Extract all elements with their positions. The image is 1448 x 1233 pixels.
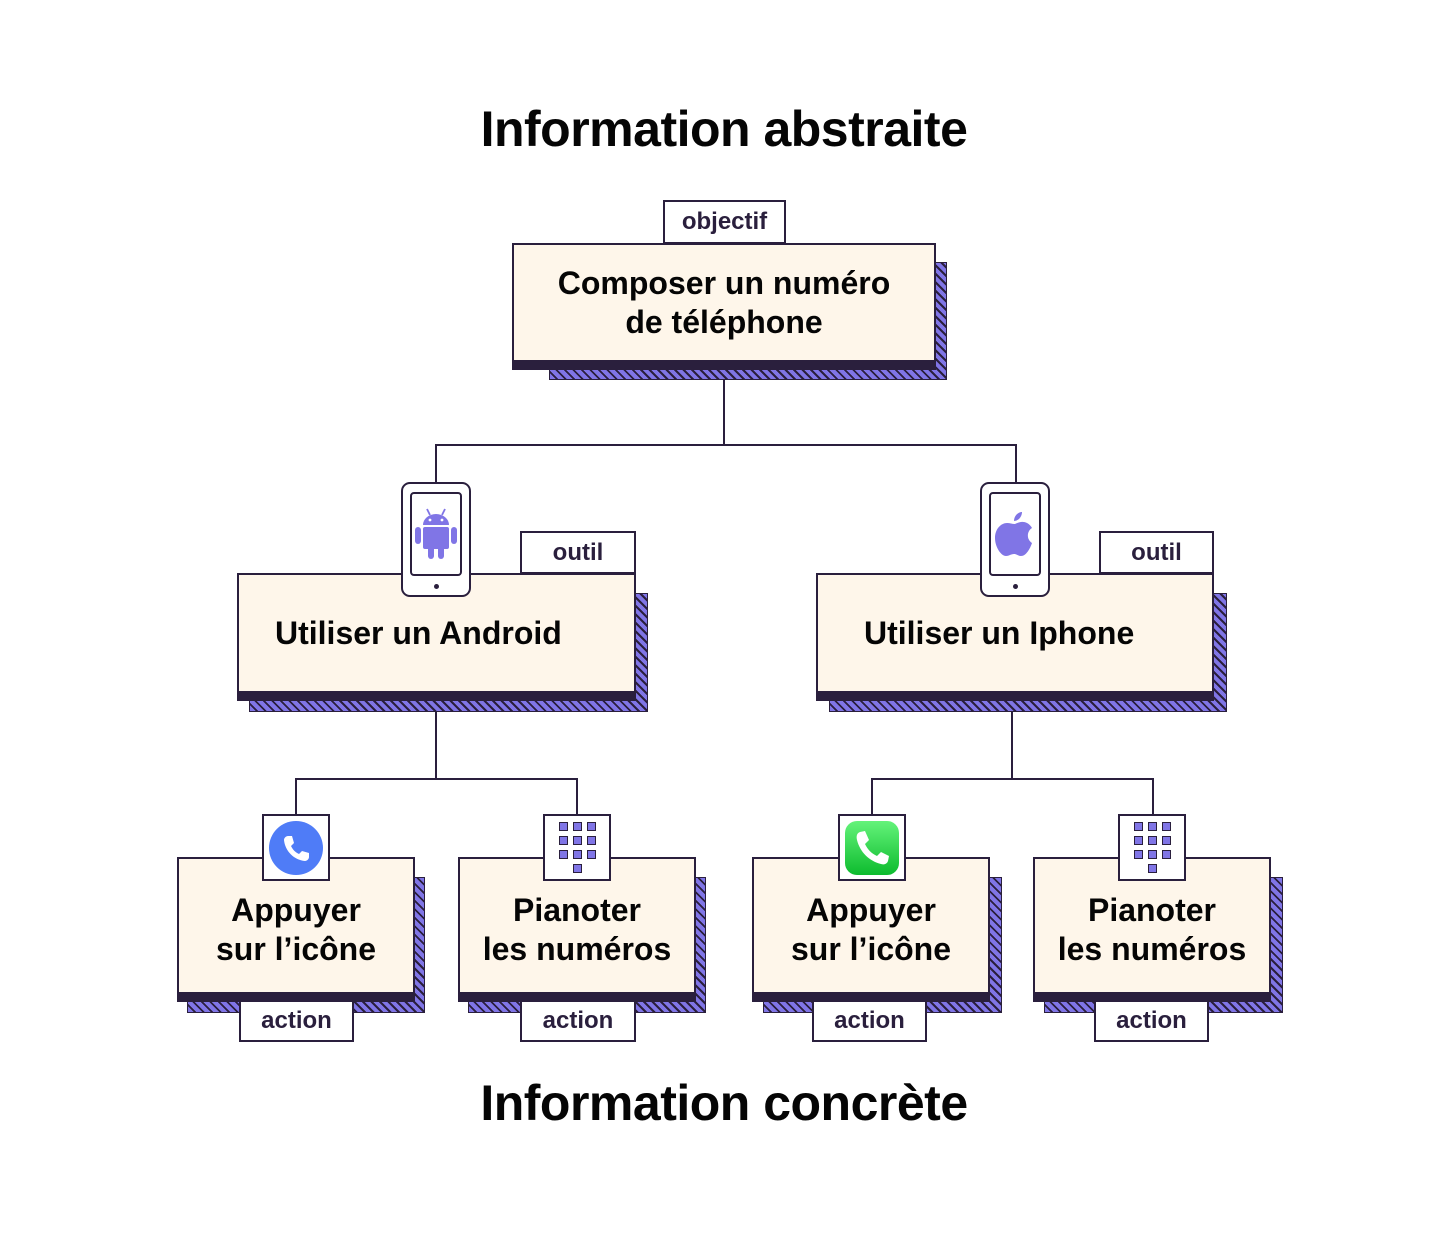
action-label-line2: sur l’icône [215, 930, 377, 967]
home-button-dot [1013, 584, 1018, 589]
connector-android-down [435, 712, 437, 779]
connector-iphone-call [871, 778, 873, 815]
connector-root-down [723, 380, 725, 446]
iphone-icon [980, 482, 1050, 597]
connector-android-call [295, 778, 297, 815]
action-label-line2: sur l’icône [790, 930, 952, 967]
tag-outil: outil [1099, 531, 1214, 574]
connector-android-keypad [576, 778, 578, 815]
home-button-dot [434, 584, 439, 589]
action-label-line1: Pianoter [512, 891, 641, 928]
action-label-line2: les numéros [1057, 930, 1247, 967]
android-robot-icon [415, 508, 457, 559]
android-call-icon [269, 820, 323, 875]
tag-action: action [520, 1000, 636, 1042]
title-abstract: Information abstraite [480, 101, 968, 157]
tag-objectif: objectif [663, 200, 786, 244]
tag-action: action [1094, 1000, 1209, 1042]
action-label-line1: Appuyer [806, 891, 936, 928]
action-card: Pianoter les numéros [458, 857, 696, 1002]
connector-to-iphone [1015, 444, 1017, 484]
keypad-icon [1133, 822, 1171, 873]
connector-root-horizontal [435, 444, 1017, 446]
android-call-icon-box [262, 814, 330, 881]
action-card: Pianoter les numéros [1033, 857, 1271, 1002]
apple-logo-icon [995, 512, 1032, 556]
connector-android-horizontal [295, 778, 578, 780]
tool-label-android: Utiliser un Android [275, 614, 562, 651]
action-card: Appuyer sur l’icône [177, 857, 415, 1002]
action-label-line1: Pianoter [1087, 891, 1216, 928]
connector-iphone-horizontal [871, 778, 1154, 780]
connector-iphone-down [1011, 712, 1013, 779]
root-label-line2: de téléphone [625, 303, 823, 340]
keypad-icon [558, 822, 596, 873]
ios-call-icon-box [838, 814, 906, 881]
tag-action: action [812, 1000, 927, 1042]
tool-label-iphone: Utiliser un Iphone [864, 614, 1135, 651]
tag-action: action [239, 1000, 354, 1042]
root-label-line1: Composer un numéro [557, 264, 891, 301]
connector-iphone-keypad [1152, 778, 1154, 815]
keypad-icon-box [1118, 814, 1186, 881]
action-label-line1: Appuyer [231, 891, 361, 928]
root-card: Composer un numéro de téléphone [512, 243, 936, 370]
connector-to-android [435, 444, 437, 484]
keypad-icon-box [543, 814, 611, 881]
action-label-line2: les numéros [482, 930, 672, 967]
tag-outil: outil [520, 531, 636, 574]
action-card: Appuyer sur l’icône [752, 857, 990, 1002]
android-phone-icon [401, 482, 471, 597]
title-concrete: Information concrète [480, 1075, 968, 1131]
ios-call-icon [845, 820, 899, 875]
